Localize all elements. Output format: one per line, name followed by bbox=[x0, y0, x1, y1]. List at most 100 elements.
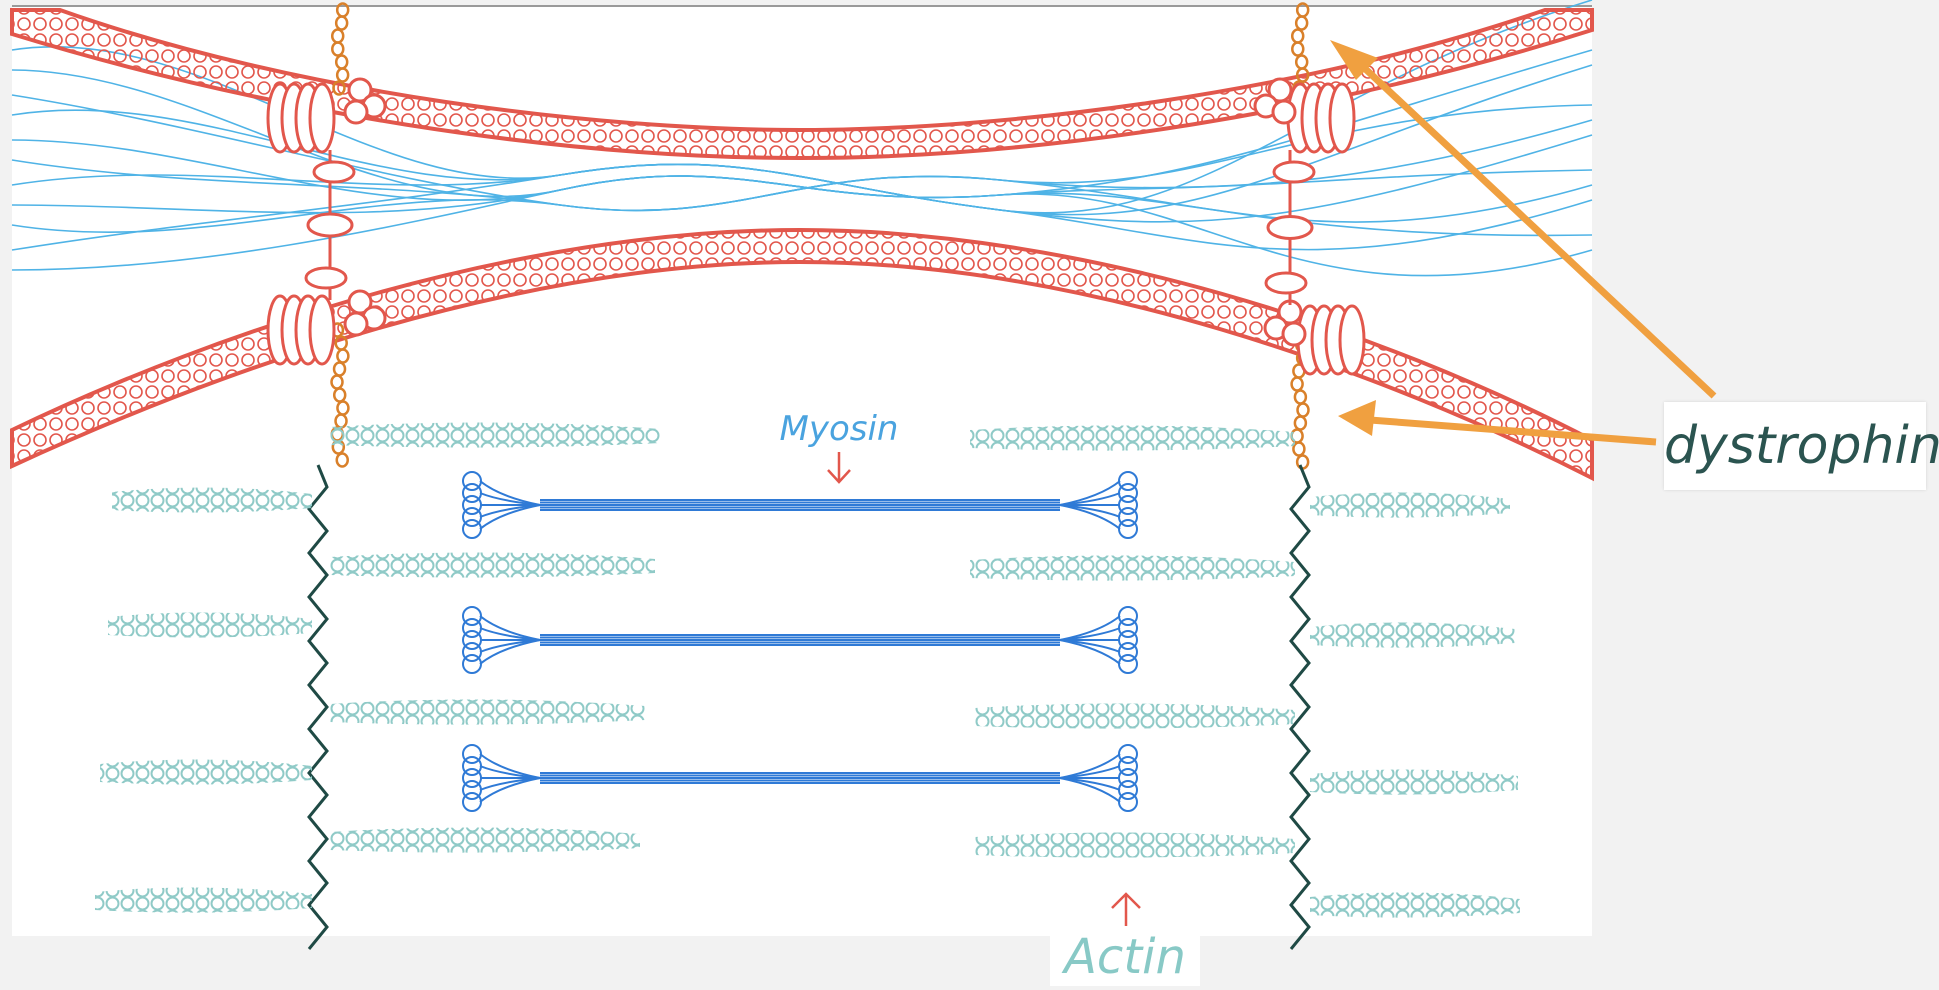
myosin-head bbox=[462, 606, 482, 626]
dystrophin-bead bbox=[1292, 441, 1306, 457]
myosin-head-stem bbox=[1059, 639, 1121, 665]
myosin-head bbox=[462, 495, 482, 515]
actin-strand bbox=[112, 487, 312, 513]
actin-strand bbox=[970, 425, 1295, 451]
myosin-head bbox=[462, 780, 482, 800]
dystrophin-label: dystrophin bbox=[1664, 402, 1939, 490]
dystrophin-arrow-lower bbox=[1369, 416, 1657, 446]
dystrophin-bead bbox=[335, 452, 349, 468]
actin-strand bbox=[1310, 892, 1520, 918]
myosin-head bbox=[1118, 654, 1138, 674]
myosin-head bbox=[1118, 606, 1138, 626]
myosin-head bbox=[1118, 519, 1138, 539]
myosin-head bbox=[1118, 792, 1138, 812]
myosin-filament bbox=[462, 471, 1138, 539]
myosin-head bbox=[1118, 756, 1138, 776]
linker-node bbox=[304, 266, 348, 290]
myosin-head bbox=[1118, 618, 1138, 638]
myosin-head-stem bbox=[1059, 777, 1121, 803]
myosin-head bbox=[462, 519, 482, 539]
actin-strand bbox=[1310, 492, 1510, 518]
linker-node bbox=[1272, 160, 1316, 184]
protein-complex bbox=[1263, 299, 1366, 376]
z-disc-left bbox=[307, 464, 329, 950]
myosin-head bbox=[462, 654, 482, 674]
myosin-filament bbox=[462, 744, 1138, 812]
dystrophin-bead bbox=[331, 41, 345, 57]
channel-protein bbox=[1338, 304, 1366, 376]
myosin-head bbox=[462, 483, 482, 503]
linker-protein bbox=[304, 150, 356, 300]
myosin-head bbox=[1118, 744, 1138, 764]
myosin-head bbox=[462, 768, 482, 788]
myosin-head bbox=[462, 792, 482, 812]
myosin-head bbox=[1118, 495, 1138, 515]
myosin-head bbox=[462, 756, 482, 776]
myosin-head bbox=[462, 471, 482, 491]
myosin-filaments bbox=[462, 471, 1138, 812]
myosin-head-stem bbox=[1059, 504, 1121, 530]
dystrophin-arrowhead-lower bbox=[1338, 400, 1376, 436]
cell-membranes bbox=[10, 8, 1594, 482]
channel-protein bbox=[1328, 82, 1356, 154]
myosin-head bbox=[462, 507, 482, 527]
actin-strand bbox=[330, 422, 660, 448]
myosin-head bbox=[1118, 471, 1138, 491]
linker-node bbox=[312, 160, 356, 184]
actin-filaments bbox=[95, 422, 1520, 918]
dystrophin-bead bbox=[1294, 15, 1309, 31]
protein-complex bbox=[266, 289, 387, 366]
protein-complex bbox=[1253, 77, 1356, 154]
myosin-head bbox=[1118, 507, 1138, 527]
myosin-head bbox=[462, 618, 482, 638]
actin-strand bbox=[330, 552, 655, 578]
actin-strand bbox=[100, 759, 312, 785]
collagen-fiber bbox=[11, 163, 1593, 251]
dystrophin-bead bbox=[332, 80, 346, 96]
lower-membrane bbox=[10, 227, 1594, 482]
actin-strand bbox=[330, 699, 645, 725]
actin-strand bbox=[975, 832, 1295, 858]
collagen-fiber bbox=[11, 175, 1593, 277]
dystrophin-arrow-upper bbox=[1355, 59, 1717, 399]
myosin-head-stem bbox=[479, 777, 541, 803]
myosin-head bbox=[462, 630, 482, 650]
membrane-protein-complexes bbox=[266, 77, 1366, 376]
upper-membrane bbox=[10, 8, 1594, 161]
myosin-head bbox=[462, 744, 482, 764]
myosin-label: Myosin bbox=[779, 409, 899, 449]
actin-strand bbox=[95, 887, 312, 913]
dystrophin-callout-arrows bbox=[1330, 40, 1717, 446]
myosin-head bbox=[1118, 630, 1138, 650]
myosin-pointer-arrow bbox=[827, 452, 851, 484]
myosin-head bbox=[1118, 642, 1138, 662]
pointer-arrows bbox=[827, 452, 1141, 926]
globular-protein bbox=[343, 311, 369, 337]
actin-strand bbox=[330, 827, 640, 853]
myosin-head-stem bbox=[479, 504, 541, 530]
linker-protein bbox=[1264, 150, 1316, 305]
actin-label: Actin bbox=[1050, 928, 1200, 986]
myosin-filament bbox=[462, 606, 1138, 674]
actin-strand bbox=[108, 612, 312, 638]
z-disc-right bbox=[1289, 464, 1311, 950]
actin-pointer-arrow bbox=[1111, 892, 1141, 926]
linker-node bbox=[306, 212, 354, 238]
linker-node bbox=[1266, 215, 1314, 240]
channel-protein bbox=[308, 294, 336, 366]
actin-strand bbox=[1310, 622, 1515, 648]
dystrophin-bead bbox=[334, 15, 349, 31]
channel-protein bbox=[308, 82, 336, 154]
actin-strand bbox=[1310, 769, 1518, 795]
myosin-head bbox=[1118, 768, 1138, 788]
myosin-head bbox=[1118, 483, 1138, 503]
protein-complex bbox=[266, 77, 387, 154]
dystrophin-bead bbox=[1291, 41, 1305, 57]
myosin-head-stem bbox=[479, 639, 541, 665]
globular-protein bbox=[1271, 99, 1297, 125]
z-discs bbox=[307, 464, 1311, 950]
myosin-head bbox=[1118, 780, 1138, 800]
globular-protein bbox=[1281, 321, 1307, 347]
myosin-head bbox=[462, 642, 482, 662]
